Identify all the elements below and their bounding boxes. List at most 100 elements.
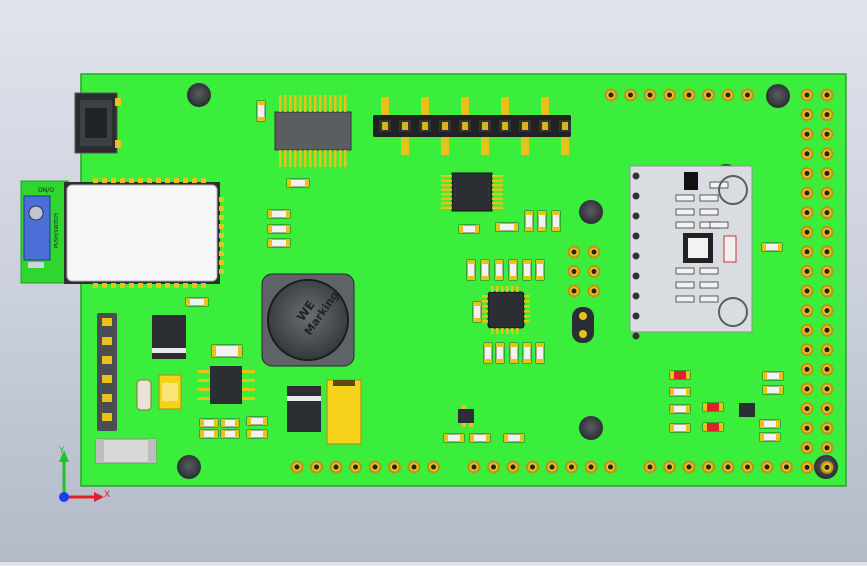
ic-pin: [511, 328, 514, 334]
smd-terminal: [763, 372, 767, 380]
module-pad: [201, 283, 206, 288]
module-passive: [675, 295, 695, 303]
header-pin: [102, 356, 112, 364]
pad-hole: [824, 112, 830, 118]
ic-pin: [344, 95, 347, 112]
pad-hole: [510, 464, 516, 470]
smd-terminal: [536, 276, 544, 280]
smd-terminal: [200, 430, 204, 438]
pad-hole: [824, 151, 830, 157]
smd-terminal: [268, 210, 272, 218]
header-pin: [442, 122, 448, 130]
smd-terminal: [552, 211, 560, 215]
ic-pin: [516, 286, 519, 292]
smd-terminal: [212, 345, 216, 357]
ic-pin: [319, 95, 322, 112]
module-pad: [219, 233, 224, 238]
module-pad: [147, 283, 152, 288]
smd-terminal: [286, 239, 290, 247]
module-passive: [675, 281, 695, 289]
ic-pin: [492, 206, 503, 209]
pad-hole: [725, 464, 731, 470]
pad-hole: [571, 288, 577, 294]
header-leg: [501, 97, 509, 115]
tantalum-capacitor: [326, 379, 362, 445]
header-pin: [102, 337, 112, 345]
smd-terminal: [703, 403, 707, 411]
led: [707, 403, 719, 411]
pad-hole: [745, 92, 750, 98]
rf-module-pads: [93, 178, 224, 288]
pad-hole: [824, 210, 830, 216]
smd-terminal: [719, 403, 723, 411]
module-passive: [675, 267, 695, 275]
smd-terminal: [776, 433, 780, 441]
smd-terminal: [268, 239, 272, 247]
ic-pin: [334, 95, 337, 112]
module-pad: [632, 272, 640, 280]
passive-components: [185, 100, 784, 443]
module-pad: [183, 178, 188, 183]
module-passive: [699, 267, 719, 275]
pad-hole: [824, 308, 830, 314]
ic-pin: [197, 370, 210, 373]
smd-terminal: [523, 276, 531, 280]
module-passive: [699, 281, 719, 289]
header-pin: [562, 122, 568, 130]
header-pin: [462, 122, 468, 130]
module-pad: [120, 178, 125, 183]
module-pad: [632, 332, 640, 340]
module-pad: [219, 260, 224, 265]
module-pad: [219, 197, 224, 202]
pad-hole: [591, 288, 597, 294]
ic-pin: [492, 197, 503, 200]
ic-pin: [299, 150, 302, 167]
module-pad: [632, 252, 640, 260]
pad-hole: [824, 464, 830, 470]
pad-hole: [764, 464, 770, 470]
ic-pin: [294, 150, 297, 167]
pad-hole: [804, 170, 810, 176]
smd-terminal: [481, 276, 489, 280]
pad-hole: [628, 92, 633, 98]
pad-hole: [571, 269, 577, 274]
sot-transistor-2: [739, 403, 755, 417]
pad-hole: [804, 425, 810, 431]
smd-terminal: [779, 386, 783, 394]
smd-terminal: [495, 276, 503, 280]
smd-terminal: [204, 298, 208, 306]
pad-hole: [824, 288, 830, 294]
pad-hole: [804, 445, 810, 451]
ic-pin: [516, 328, 519, 334]
pad-hole: [372, 464, 378, 470]
ic-pin: [304, 95, 307, 112]
smd-terminal: [486, 434, 490, 442]
module-pad: [632, 312, 640, 320]
pad-hole: [647, 464, 653, 470]
smd-terminal: [504, 434, 508, 442]
pad-hole: [569, 464, 574, 470]
ic-pin: [314, 150, 317, 167]
ic-pin: [482, 305, 488, 308]
smd-terminal: [286, 225, 290, 233]
pad-hole: [745, 464, 750, 470]
pad-hole: [824, 190, 830, 196]
ic-pin: [339, 95, 342, 112]
module-pad: [219, 224, 224, 229]
ic-pin: [339, 150, 342, 167]
smd-terminal: [536, 260, 544, 264]
module-passive: [699, 194, 719, 202]
smd-terminal: [475, 225, 479, 233]
ic-pin: [482, 315, 488, 318]
ic-pin: [524, 320, 530, 323]
module-pad: [111, 178, 116, 183]
smd-terminal: [473, 318, 481, 322]
smd-terminal: [287, 179, 291, 187]
ic-pin: [344, 150, 347, 167]
smd-terminal: [523, 260, 531, 264]
header-leg: [401, 137, 409, 155]
ic-pin: [279, 150, 282, 167]
module-pad: [93, 178, 98, 183]
smd-terminal: [247, 417, 251, 425]
